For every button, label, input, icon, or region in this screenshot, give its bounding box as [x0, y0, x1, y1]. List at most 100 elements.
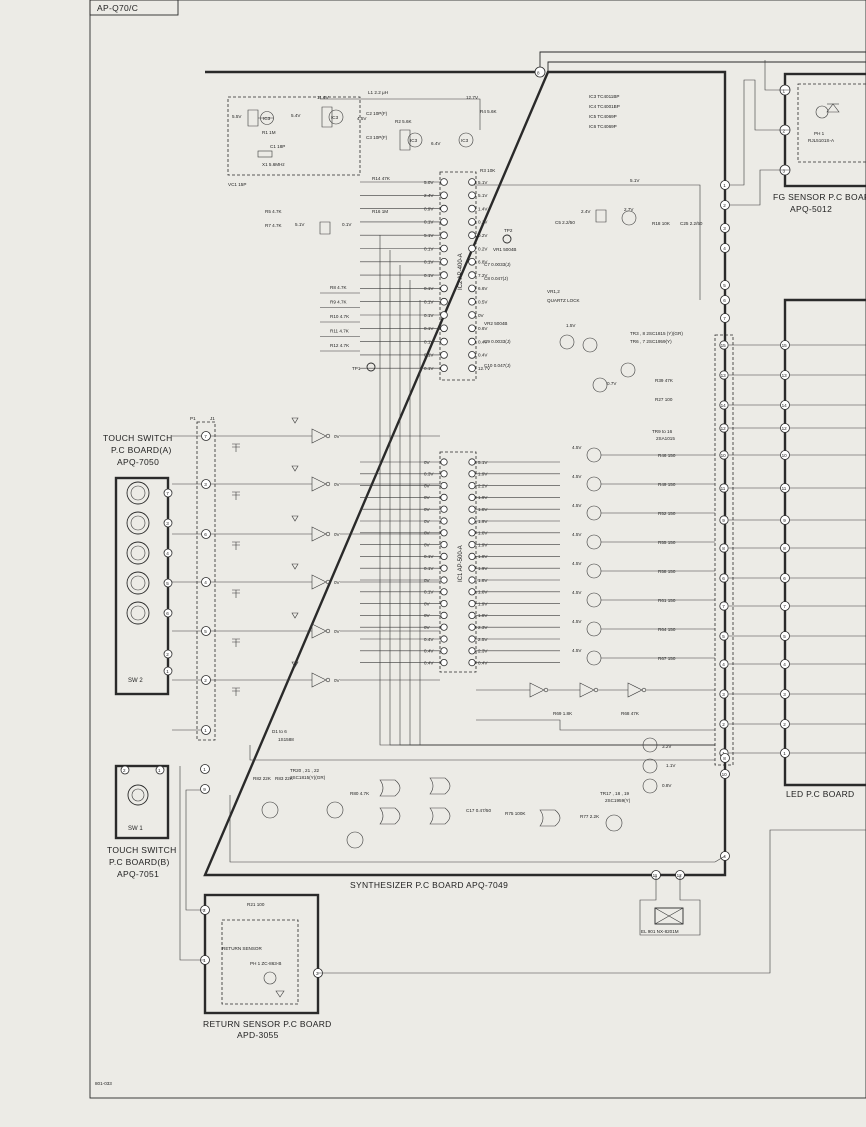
- transistor-tr22: [261, 801, 279, 819]
- model-tag-box: [89, 0, 179, 16]
- ic1-left-voltage: 0V: [424, 601, 431, 606]
- svg-text:R69 1.8K: R69 1.8K: [553, 711, 573, 716]
- ic2-right-voltage: 0.5V: [478, 300, 488, 305]
- right-top-pin-5: [720, 280, 730, 290]
- svg-text:P1: P1: [190, 416, 196, 421]
- svg-text:1: 1: [203, 958, 206, 963]
- svg-text:0V: 0V: [334, 434, 341, 439]
- svg-text:IC3 TC4011BP: IC3 TC4011BP: [589, 94, 619, 99]
- led-pin-9-label: 6: [783, 576, 786, 581]
- touch-a-pin-5: [163, 608, 173, 618]
- touch-a-part: APQ-7050: [117, 457, 159, 467]
- input-diode-5: [291, 612, 299, 619]
- sw1-label: SW 1: [128, 826, 143, 832]
- led-driver-11: [586, 505, 602, 521]
- ic1-left-voltage: 0.4V: [424, 660, 434, 665]
- svg-text:R77 2.2K: R77 2.2K: [580, 814, 600, 819]
- return-sensor-part: APD-3055: [237, 1030, 279, 1040]
- driver-resistor-r46: R46 150: [658, 453, 676, 458]
- led-pin-1-label: 15: [782, 343, 788, 348]
- led-pin-13-label: 3: [783, 692, 786, 697]
- right-conn-pin-13: [719, 689, 729, 699]
- right-top-pin-3-label: 3: [723, 226, 726, 231]
- led-pin-9: [780, 573, 790, 583]
- touch-a-pin-1-label: 7: [166, 491, 169, 496]
- left-conn-pin-2: [201, 479, 211, 489]
- svg-text:0V: 0V: [334, 580, 341, 585]
- right-conn-pin-1: [719, 340, 729, 350]
- touch-a-pin-3: [163, 548, 173, 558]
- right-conn-pin-9: [719, 573, 729, 583]
- test-point-tp1: [366, 362, 376, 372]
- svg-text:R7 4.7K: R7 4.7K: [265, 223, 283, 228]
- ic5-inverter: [595, 209, 607, 223]
- svg-text:2: 2: [783, 129, 786, 134]
- sheet-frame: [89, 0, 866, 1099]
- led-board-label: LED P.C BOARD: [786, 789, 854, 799]
- resistor-r11: R11 4.7K: [330, 329, 350, 334]
- ic2-left-voltage: 0.1V: [424, 286, 434, 291]
- svg-text:1.5V: 1.5V: [566, 323, 576, 328]
- touch-a-title: TOUCH SWITCH: [103, 433, 173, 443]
- input-diode-6: [291, 661, 299, 668]
- svg-text:0V: 0V: [334, 629, 341, 634]
- svg-text:PH 1 ZC-863-B: PH 1 ZC-863-B: [250, 961, 281, 966]
- touch-a-pin-4: [163, 578, 173, 588]
- ic2-right-voltage: 6.6V: [478, 286, 488, 291]
- svg-text:IC3: IC3: [461, 138, 469, 143]
- ic2-right-voltage: 12.7V: [478, 366, 491, 371]
- resistor-r10: R10 4.7K: [330, 314, 350, 319]
- led-pin-8: [780, 543, 790, 553]
- touch-a-pin-7: [163, 666, 173, 676]
- ic1-right-voltage: 1.9V: [478, 472, 488, 477]
- svg-text:4.5V: 4.5V: [572, 561, 582, 566]
- svg-text:0.8V: 0.8V: [662, 783, 672, 788]
- right-top-pin-6-label: 6: [723, 298, 726, 303]
- ic2-right-voltage: 5.1V: [478, 180, 488, 185]
- transistor-upper-2: [582, 337, 598, 353]
- led-pin-15: [780, 748, 790, 758]
- left-conn-pin-6: [201, 675, 211, 685]
- input-inverter-6: [311, 672, 327, 688]
- ic1-right-voltage: 1.9V: [478, 495, 488, 500]
- touch-a-sub: P.C BOARD(A): [111, 445, 172, 455]
- ic1-left-voltage: 0.3V: [424, 472, 434, 477]
- led-driver-13: [586, 563, 602, 579]
- driver-resistor-r52: R52 150: [658, 511, 676, 516]
- test-point-tp2: [502, 234, 512, 244]
- svg-text:2.7V: 2.7V: [624, 207, 634, 212]
- svg-text:VR1,2: VR1,2: [547, 289, 560, 294]
- right-conn-pin-7: [719, 515, 729, 525]
- svg-text:2.4V: 2.4V: [581, 209, 591, 214]
- svg-text:C10 0.047(J): C10 0.047(J): [484, 363, 511, 368]
- svg-text:EL 901 NX-8201M: EL 901 NX-8201M: [641, 929, 679, 934]
- driver-resistor-r49: R49 150: [658, 482, 676, 487]
- ic1-label: IC1 AP-500-A: [458, 545, 464, 582]
- svg-text:VR1 5004B: VR1 5004B: [493, 247, 517, 252]
- ic1-package: [439, 451, 477, 673]
- svg-text:R21 100: R21 100: [247, 902, 265, 907]
- fg-sensor-board: [783, 72, 866, 188]
- ic2-left-voltage: 0.1V: [424, 260, 434, 265]
- svg-text:0.7V: 0.7V: [607, 381, 617, 386]
- led-pin-2: [780, 370, 790, 380]
- svg-text:5.1V: 5.1V: [630, 178, 640, 183]
- ic2-left-voltage: 0.1V: [424, 326, 434, 331]
- touch-a-pin-2: [163, 518, 173, 528]
- touch-key-3: [126, 541, 150, 565]
- svg-text:IC3: IC3: [410, 138, 418, 143]
- resistor-r9: R9 4.7K: [330, 300, 348, 305]
- input-inverter-3: [311, 526, 327, 542]
- ic1-left-voltage: 0V: [424, 495, 431, 500]
- right-conn-pin-5-label: 10: [721, 453, 727, 458]
- bottom-pin-4: [720, 769, 730, 779]
- right-top-pin-6: [720, 295, 730, 305]
